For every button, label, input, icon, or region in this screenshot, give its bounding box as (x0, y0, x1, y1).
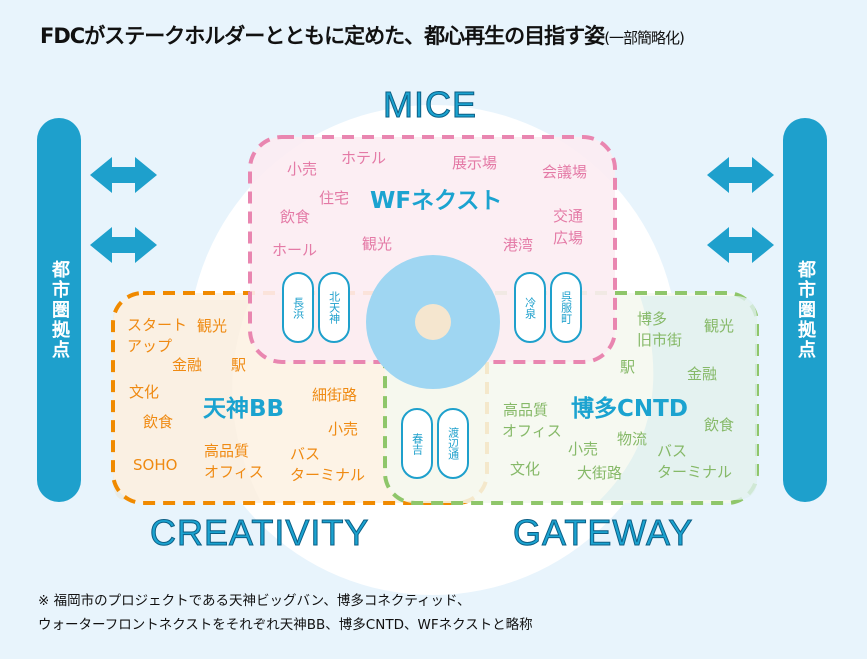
keyword: 文化 (510, 460, 541, 478)
keyword: 港湾 (503, 236, 534, 254)
keyword: 小売 (568, 440, 599, 458)
keyword: 交通 (553, 207, 584, 225)
arrow-icon (90, 157, 774, 263)
keyword: 細街路 (312, 386, 358, 404)
station-kitatenjin: 北天神 (318, 272, 350, 343)
keyword: 博多 (637, 310, 668, 328)
station-haruyoshi: 春吉 (401, 408, 433, 479)
keyword: 高品質 (503, 401, 549, 419)
wf-label: WFネクスト (370, 188, 503, 214)
footnote-line-1: ※ 福岡市のプロジェクトである天神ビッグバン、博多コネクティッド、 (38, 593, 471, 609)
keyword: 高品質 (204, 442, 250, 460)
keyword: 駅 (620, 358, 636, 376)
keyword: 駅 (231, 356, 247, 374)
keyword: アップ (127, 337, 173, 355)
keyword: 飲食 (143, 413, 174, 431)
station-gofukumachi: 呉服町 (550, 272, 582, 343)
keyword: 文化 (129, 383, 160, 401)
keyword: 物流 (617, 430, 648, 448)
keyword: ホール (272, 241, 318, 259)
footnote-line-2: ウォーターフロントネクストをそれぞれ天神BB、博多CNTD、WFネクストと略称 (38, 617, 533, 633)
keyword: 旧市街 (637, 331, 683, 349)
keyword: 小売 (328, 420, 359, 438)
keyword: スタート (127, 316, 188, 334)
keyword: SOHO (133, 456, 178, 474)
keyword: オフィス (204, 463, 264, 481)
station-reisen: 冷泉 (514, 272, 546, 343)
category-gateway: GATEWAY (512, 511, 694, 553)
pillar-right: 都市圏拠点 (783, 118, 827, 502)
keyword: 金融 (687, 365, 718, 383)
keyword: 大街路 (577, 464, 623, 482)
station-nagahama: 長浜 (282, 272, 314, 343)
keyword: 観光 (197, 317, 228, 335)
keyword: ターミナル (290, 466, 366, 484)
keyword: オフィス (502, 422, 562, 440)
core-circle (415, 304, 451, 340)
keyword: バス (657, 442, 688, 460)
category-creativity: CREATIVITY (149, 511, 370, 553)
keyword: 観光 (704, 317, 735, 335)
keyword: 金融 (172, 356, 203, 374)
right-tint (600, 296, 757, 500)
keyword: 会議場 (542, 163, 588, 181)
keyword: 飲食 (704, 416, 735, 434)
pillar-left: 都市圏拠点 (37, 118, 81, 502)
keyword: ターミナル (657, 463, 733, 481)
tenjin-label: 天神BB (203, 396, 285, 422)
keyword: 展示場 (452, 154, 498, 172)
keyword: バス (290, 445, 321, 463)
page-title: FDCがステークホルダーとともに定めた、都心再生の目指す姿(一部簡略化) (40, 24, 685, 48)
hakata-label: 博多CNTD (571, 396, 688, 422)
keyword: 観光 (362, 235, 393, 253)
category-mice: MICE (383, 83, 477, 125)
keyword: 広場 (553, 229, 584, 247)
keyword: 飲食 (280, 208, 311, 226)
keyword: ホテル (341, 149, 387, 167)
station-watanabedori: 渡辺通 (437, 408, 469, 479)
keyword: 住宅 (319, 189, 350, 207)
keyword: 小売 (287, 160, 318, 178)
